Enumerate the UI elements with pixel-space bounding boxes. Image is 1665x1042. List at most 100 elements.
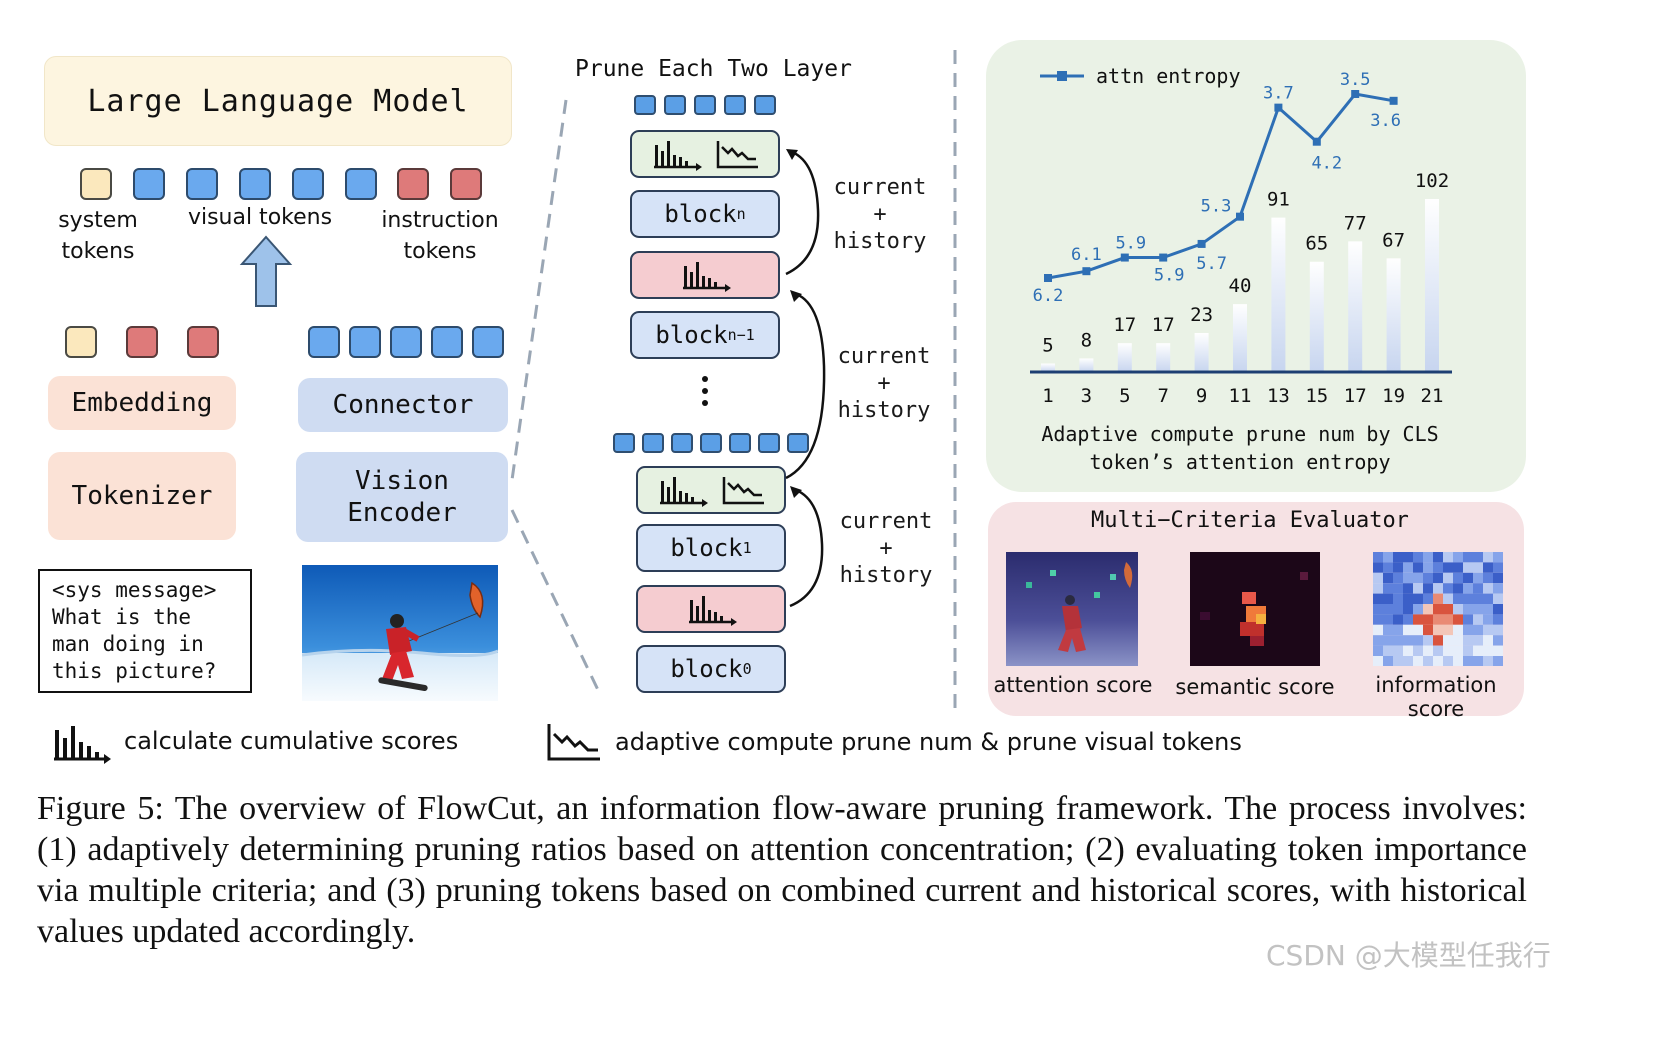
info-map-cell — [1383, 645, 1393, 656]
info-map-cell — [1473, 583, 1483, 594]
entropy-value-label: 5.7 — [1196, 254, 1227, 274]
info-map-cell — [1433, 583, 1443, 594]
bar — [1271, 217, 1286, 372]
info-map-cell — [1493, 656, 1503, 666]
info-map-cell — [1483, 624, 1493, 636]
info-map-cell — [1413, 656, 1423, 666]
info-map-cell — [1373, 552, 1383, 563]
info-map-cell — [1453, 635, 1463, 646]
info-map-cell — [1423, 583, 1433, 594]
info-map-cell — [1373, 593, 1383, 604]
connector-box: Connector — [298, 378, 508, 432]
cumulative-legend-label: calculate cumulative scores — [124, 727, 459, 755]
info-map-cell — [1443, 572, 1453, 584]
bar — [1386, 258, 1401, 372]
info-map-cell — [1393, 552, 1403, 563]
instruction-token — [187, 326, 219, 358]
information-score-map — [1373, 552, 1503, 666]
visual-token — [613, 433, 635, 453]
visual-token — [431, 326, 463, 358]
info-map-cell — [1443, 635, 1453, 646]
bar — [1079, 358, 1094, 372]
info-map-cell — [1493, 552, 1503, 563]
info-map-cell — [1443, 593, 1453, 604]
entropy-point — [1120, 253, 1129, 262]
visual-token — [729, 433, 751, 453]
info-map-cell — [1473, 645, 1483, 656]
info-map-cell — [1433, 645, 1443, 656]
info-map-cell — [1413, 562, 1423, 573]
info-map-cell — [1463, 552, 1473, 563]
visual-token — [664, 95, 686, 115]
info-map-cell — [1383, 614, 1393, 625]
panel-separator — [953, 50, 957, 710]
bar-value-label: 65 — [1305, 233, 1328, 255]
info-map-cell — [1463, 635, 1473, 646]
visual-token — [472, 326, 504, 358]
info-map-cell — [1483, 572, 1493, 584]
x-tick-label: 5 — [1119, 385, 1130, 407]
adaptive-prune-icon — [716, 141, 758, 169]
bar — [1117, 343, 1132, 372]
info-map-cell — [1483, 562, 1493, 573]
bar — [1425, 198, 1439, 372]
system-tokens-label: system tokens — [58, 208, 138, 264]
bar-value-label: 77 — [1344, 212, 1367, 234]
info-map-cell — [1413, 583, 1423, 594]
visual-token — [239, 168, 271, 200]
info-map-cell — [1473, 562, 1483, 573]
cumulative-scores-icon — [683, 262, 731, 292]
entropy-value-label: 6.1 — [1071, 245, 1102, 265]
info-map-cell — [1433, 572, 1443, 584]
info-map-cell — [1403, 552, 1413, 563]
up-arrow-icon — [239, 235, 293, 307]
info-map-cell — [1433, 624, 1443, 636]
embedding-label: Embedding — [71, 388, 213, 418]
x-tick-label: 3 — [1081, 385, 1092, 407]
info-map-cell — [1453, 604, 1463, 615]
info-map-cell — [1423, 645, 1433, 656]
info-map-cell — [1493, 624, 1503, 636]
info-map-cell — [1493, 593, 1503, 604]
entropy-point — [1082, 267, 1091, 276]
x-tick-label: 11 — [1229, 385, 1252, 407]
visual-token — [787, 433, 809, 453]
info-map-cell — [1373, 562, 1383, 573]
adaptive-legend-label: adaptive compute prune num & prune visua… — [615, 728, 1242, 756]
info-map-cell — [1453, 572, 1463, 584]
adaptive-prune-icon — [722, 477, 764, 505]
info-map-cell — [1403, 635, 1413, 646]
info-map-cell — [1443, 645, 1453, 656]
sys-message-line: What is the — [52, 605, 192, 629]
bar — [1194, 332, 1209, 372]
bar — [1041, 363, 1055, 372]
x-tick-label: 17 — [1344, 385, 1367, 407]
legend-line-icon — [1040, 71, 1084, 81]
info-map-cell — [1493, 604, 1503, 615]
chart-title: Adaptive compute prune num by CLS token’… — [1041, 422, 1439, 474]
info-map-cell — [1453, 614, 1463, 625]
entropy-point — [1236, 212, 1244, 221]
attention-score-caption: attention score — [993, 673, 1153, 697]
info-map-cell — [1373, 614, 1383, 625]
cumulative-scores-icon — [654, 141, 702, 171]
info-map-cell — [1403, 562, 1413, 573]
info-map-cell — [1443, 562, 1453, 573]
cumulative-scores-icon — [54, 726, 111, 764]
info-map-cell — [1373, 604, 1383, 615]
info-map-cell — [1493, 583, 1503, 594]
info-map-cell — [1463, 624, 1473, 636]
entropy-value-label: 4.2 — [1311, 154, 1342, 174]
info-map-cell — [1383, 593, 1393, 604]
x-tick-label: 13 — [1267, 385, 1290, 407]
visual-token — [694, 95, 716, 115]
visual-token — [671, 433, 693, 453]
visual-token — [133, 168, 165, 200]
tokenizer-label: Tokenizer — [71, 481, 213, 511]
info-map-cell — [1473, 614, 1483, 625]
info-map-cell — [1453, 624, 1463, 636]
info-map-cell — [1493, 645, 1503, 656]
